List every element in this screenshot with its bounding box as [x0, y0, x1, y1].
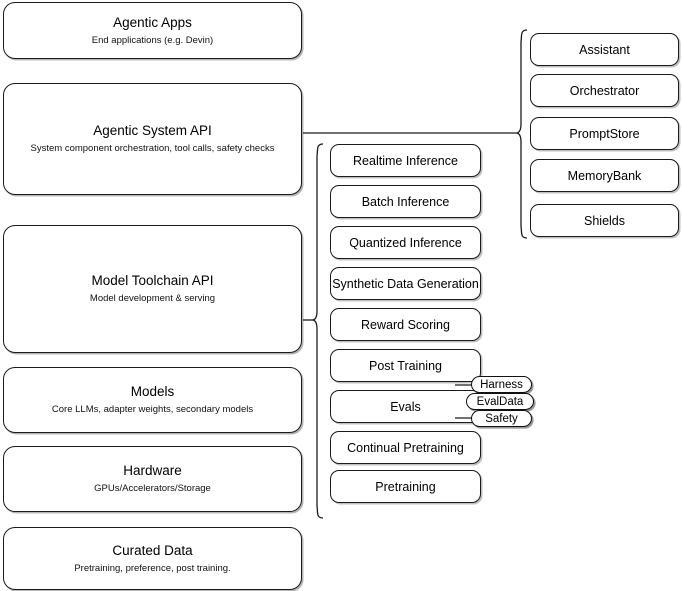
capability-label: Quantized Inference	[349, 235, 462, 250]
capability-evals[interactable]: Evals	[330, 390, 481, 423]
capability-reward-scoring[interactable]: Reward Scoring	[330, 308, 481, 341]
layer-models[interactable]: Models Core LLMs, adapter weights, secon…	[3, 367, 302, 433]
layer-agentic-apps[interactable]: Agentic Apps End applications (e.g. Devi…	[3, 2, 302, 59]
middle-column-brace	[312, 143, 324, 519]
layer-subtitle: System component orchestration, tool cal…	[30, 143, 275, 154]
badge-label: Harness	[480, 378, 523, 391]
layer-subtitle: Core LLMs, adapter weights, secondary mo…	[51, 404, 254, 415]
capability-continual-pretraining[interactable]: Continual Pretraining	[330, 431, 481, 464]
badge-label: Safety	[485, 412, 518, 425]
component-promptstore[interactable]: PromptStore	[530, 117, 679, 150]
layer-subtitle: Pretraining, preference, post training.	[74, 562, 231, 574]
capability-post-training[interactable]: Post Training	[330, 349, 481, 382]
component-label: MemoryBank	[567, 168, 642, 183]
badge-harness[interactable]: Harness	[471, 376, 532, 393]
layer-subtitle: Model development & serving	[89, 293, 216, 304]
right-column-brace	[516, 29, 528, 239]
capability-quantized-inference[interactable]: Quantized Inference	[330, 226, 481, 259]
capability-label: Batch Inference	[361, 194, 450, 209]
component-label: Orchestrator	[569, 83, 640, 98]
badge-evaldata[interactable]: EvalData	[466, 393, 534, 410]
layer-model-toolchain-api[interactable]: Model Toolchain API Model development & …	[3, 225, 302, 353]
capability-synthetic-data-generation[interactable]: Synthetic Data Generation	[330, 267, 481, 300]
layer-hardware[interactable]: Hardware GPUs/Accelerators/Storage	[3, 446, 302, 512]
component-shields[interactable]: Shields	[530, 204, 679, 237]
capability-label: Evals	[390, 399, 421, 414]
component-orchestrator[interactable]: Orchestrator	[530, 74, 679, 107]
layer-subtitle: GPUs/Accelerators/Storage	[94, 483, 211, 494]
badge-safety[interactable]: Safety	[471, 410, 532, 427]
capability-realtime-inference[interactable]: Realtime Inference	[330, 144, 481, 177]
layer-title: Hardware	[123, 463, 182, 478]
component-assistant[interactable]: Assistant	[530, 33, 679, 66]
capability-label: Realtime Inference	[353, 153, 458, 168]
layer-title: Agentic Apps	[113, 14, 192, 30]
layer-subtitle: End applications (e.g. Devin)	[91, 34, 214, 46]
layer-title: Curated Data	[112, 542, 193, 558]
component-label: Shields	[584, 213, 625, 228]
layer-agentic-system-api[interactable]: Agentic System API System component orch…	[3, 83, 302, 195]
capability-label: Post Training	[369, 358, 442, 373]
capability-pretraining[interactable]: Pretraining	[330, 470, 481, 503]
capability-batch-inference[interactable]: Batch Inference	[330, 185, 481, 218]
capability-label: Pretraining	[375, 479, 436, 494]
component-label: PromptStore	[569, 126, 640, 141]
component-label: Assistant	[579, 42, 630, 57]
layer-title: Model Toolchain API	[91, 273, 214, 288]
capability-label: Synthetic Data Generation	[332, 276, 479, 291]
layer-title: Models	[130, 384, 175, 399]
capability-label: Reward Scoring	[361, 317, 450, 332]
component-memorybank[interactable]: MemoryBank	[530, 159, 679, 192]
capability-label: Continual Pretraining	[347, 440, 464, 455]
layer-curated-data[interactable]: Curated Data Pretraining, preference, po…	[3, 527, 302, 590]
badge-label: EvalData	[476, 395, 524, 408]
layer-title: Agentic System API	[93, 123, 212, 138]
